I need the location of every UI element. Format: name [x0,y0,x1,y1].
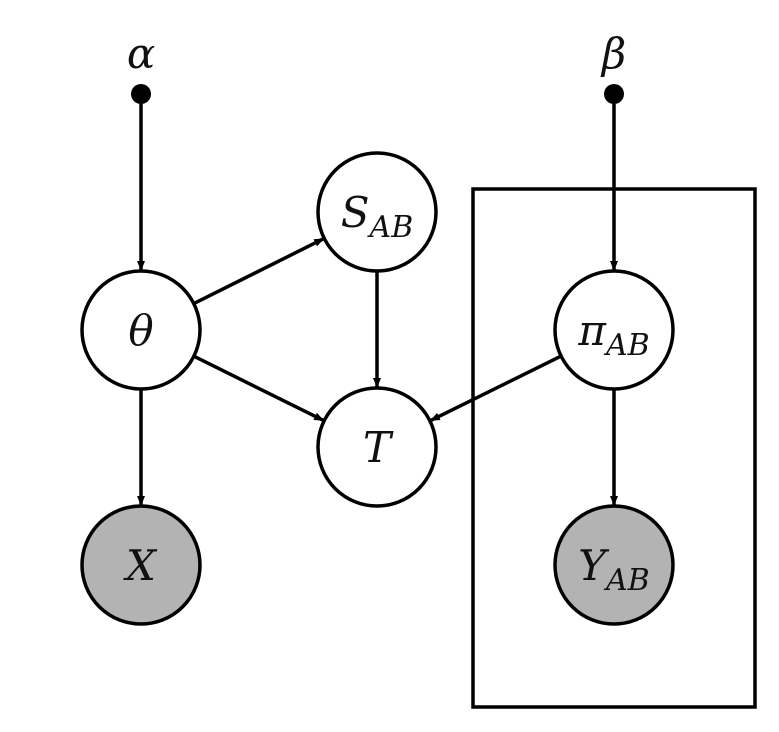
node-theta: θ [80,269,202,391]
node-S-label: SAB [341,188,414,245]
edge-theta-to-T [193,354,325,422]
alpha-label: α [127,29,155,78]
alpha-dot [131,84,151,104]
hyperparameter-beta: β [600,29,626,104]
edge-theta-to-S [192,237,325,306]
node-X-label: X [123,541,158,590]
beta-dot [604,84,624,104]
node-X-circle [80,504,202,626]
node-pi: πAB [553,269,675,391]
edge-pi-to-T [429,354,562,423]
node-theta-circle [80,269,202,391]
node-pi-circle [553,269,675,391]
node-X: X [80,504,202,626]
node-Y: YAB [553,504,675,626]
node-theta-label: θ [128,306,153,355]
beta-label: β [600,29,626,78]
node-T-circle [316,386,438,508]
node-S-circle [316,151,438,273]
node-T: T [316,386,438,508]
node-Y-circle [553,504,675,626]
node-Y-label: YAB [578,541,649,598]
node-S: SAB [316,151,438,273]
node-T-label: T [363,423,394,472]
node-pi-label: πAB [577,306,649,363]
hyperparameter-alpha: α [127,29,155,104]
edges-layer [137,104,618,506]
